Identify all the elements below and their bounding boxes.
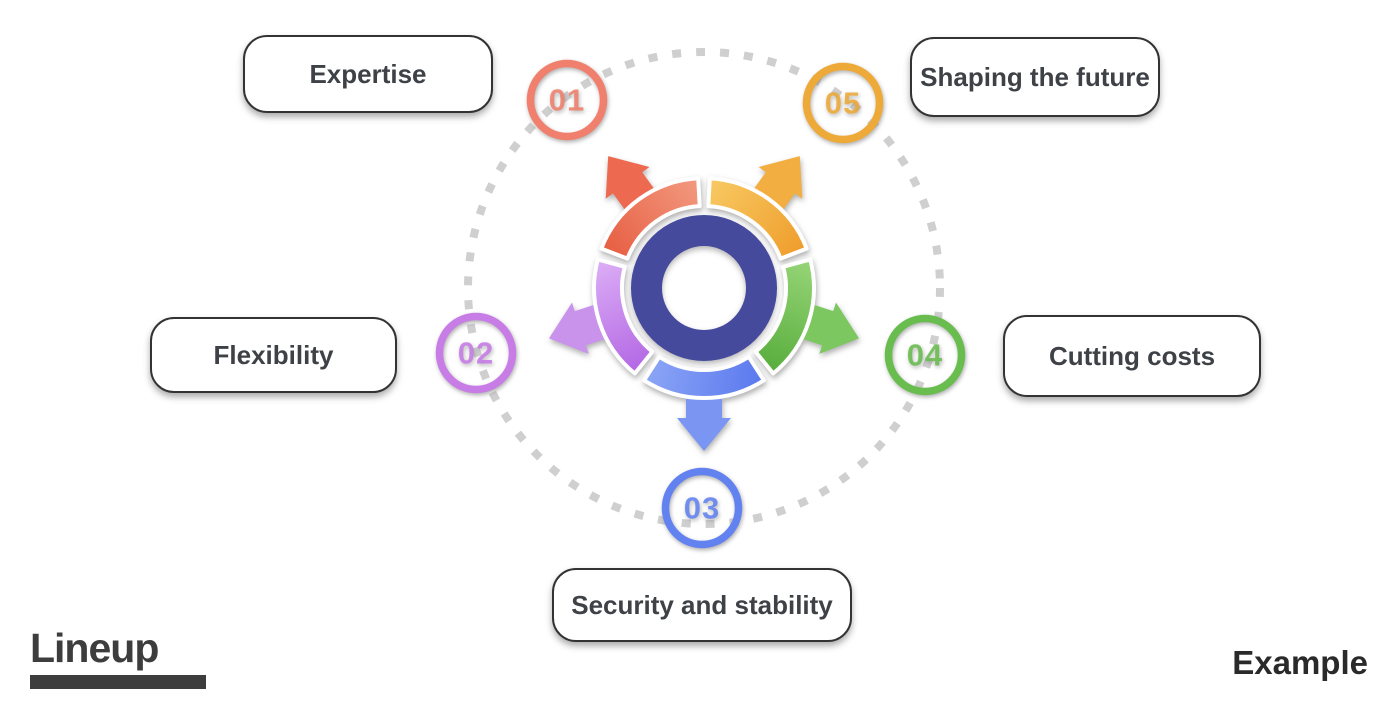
logo-underline-bar xyxy=(30,675,206,690)
label-security-and-stability: Security and stability xyxy=(571,589,833,620)
segment-expertise xyxy=(599,156,702,261)
label-box-expertise: Expertise xyxy=(243,35,493,113)
marker-02-ring xyxy=(435,312,517,394)
label-flexibility: Flexibility xyxy=(213,339,334,370)
marker-04-ring xyxy=(884,314,966,396)
label-box-cutting-costs: Cutting costs xyxy=(1003,315,1261,397)
core-ring xyxy=(631,215,777,361)
marker-01-ring xyxy=(526,59,608,141)
lineup-logo: Lineup xyxy=(30,625,206,690)
marker-01-number: 01 xyxy=(549,83,585,118)
watermark-text: Example xyxy=(1232,644,1368,681)
arc-security xyxy=(642,354,766,400)
marker-03-ring xyxy=(661,467,743,549)
marker-04: 04 xyxy=(884,314,966,396)
marker-03: 03 xyxy=(661,467,743,549)
arrow-security-icon xyxy=(677,383,731,451)
label-shaping-the-future: Shaping the future xyxy=(920,61,1150,92)
label-box-shaping-the-future: Shaping the future xyxy=(910,37,1160,117)
arc-flexibility xyxy=(592,257,655,376)
marker-02-number: 02 xyxy=(458,336,494,371)
marker-05-number: 05 xyxy=(825,86,861,121)
marker-05: 05 xyxy=(802,62,884,144)
arc-shaping xyxy=(706,176,809,261)
dashed-orbit-circle xyxy=(464,48,944,528)
marker-02: 02 xyxy=(435,312,517,394)
marker-03-number: 03 xyxy=(684,491,720,526)
label-box-security-and-stability: Security and stability xyxy=(552,568,852,642)
segment-shaping-the-future xyxy=(706,156,809,261)
segment-flexibility xyxy=(549,257,655,376)
label-cutting-costs: Cutting costs xyxy=(1048,340,1216,371)
segment-security xyxy=(642,354,766,451)
arc-expertise xyxy=(599,176,702,261)
logo-wordmark: Lineup xyxy=(30,625,159,671)
marker-05-ring xyxy=(802,62,884,144)
label-expertise: Expertise xyxy=(309,58,427,89)
marker-04-number: 04 xyxy=(907,338,943,373)
segment-cutting-costs xyxy=(753,257,859,376)
arc-cutting xyxy=(753,257,816,376)
marker-01: 01 xyxy=(526,59,608,141)
label-box-flexibility: Flexibility xyxy=(150,317,397,393)
